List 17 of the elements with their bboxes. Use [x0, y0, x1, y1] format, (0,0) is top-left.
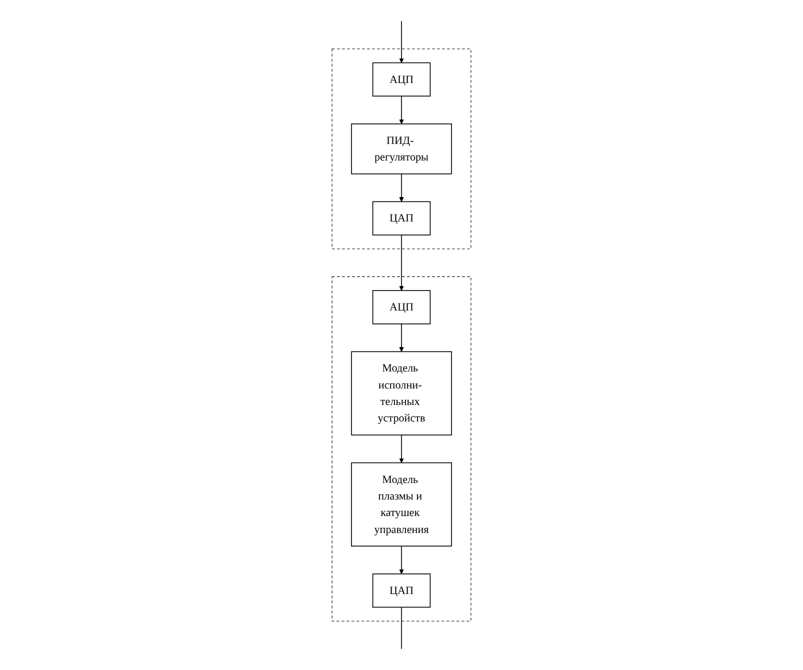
connector	[401, 606, 402, 650]
node-box: АЦП	[372, 62, 431, 97]
arrow	[399, 434, 404, 463]
node-box: АЦП	[372, 290, 431, 324]
arrow	[399, 234, 404, 291]
arrow	[399, 546, 404, 574]
node-box: ЦАП	[372, 201, 431, 236]
arrow	[399, 20, 404, 63]
arrow	[399, 96, 404, 124]
node-box: Модель плазмы и катушек управления	[351, 462, 452, 547]
node-box: ПИД- регуляторы	[351, 123, 452, 174]
arrow	[399, 323, 404, 352]
cluster	[332, 48, 472, 250]
node-box: Модель исполни- тельных устройств	[351, 351, 452, 436]
node-box: ЦАП	[372, 573, 431, 608]
arrow	[399, 173, 404, 202]
cluster	[332, 276, 472, 622]
